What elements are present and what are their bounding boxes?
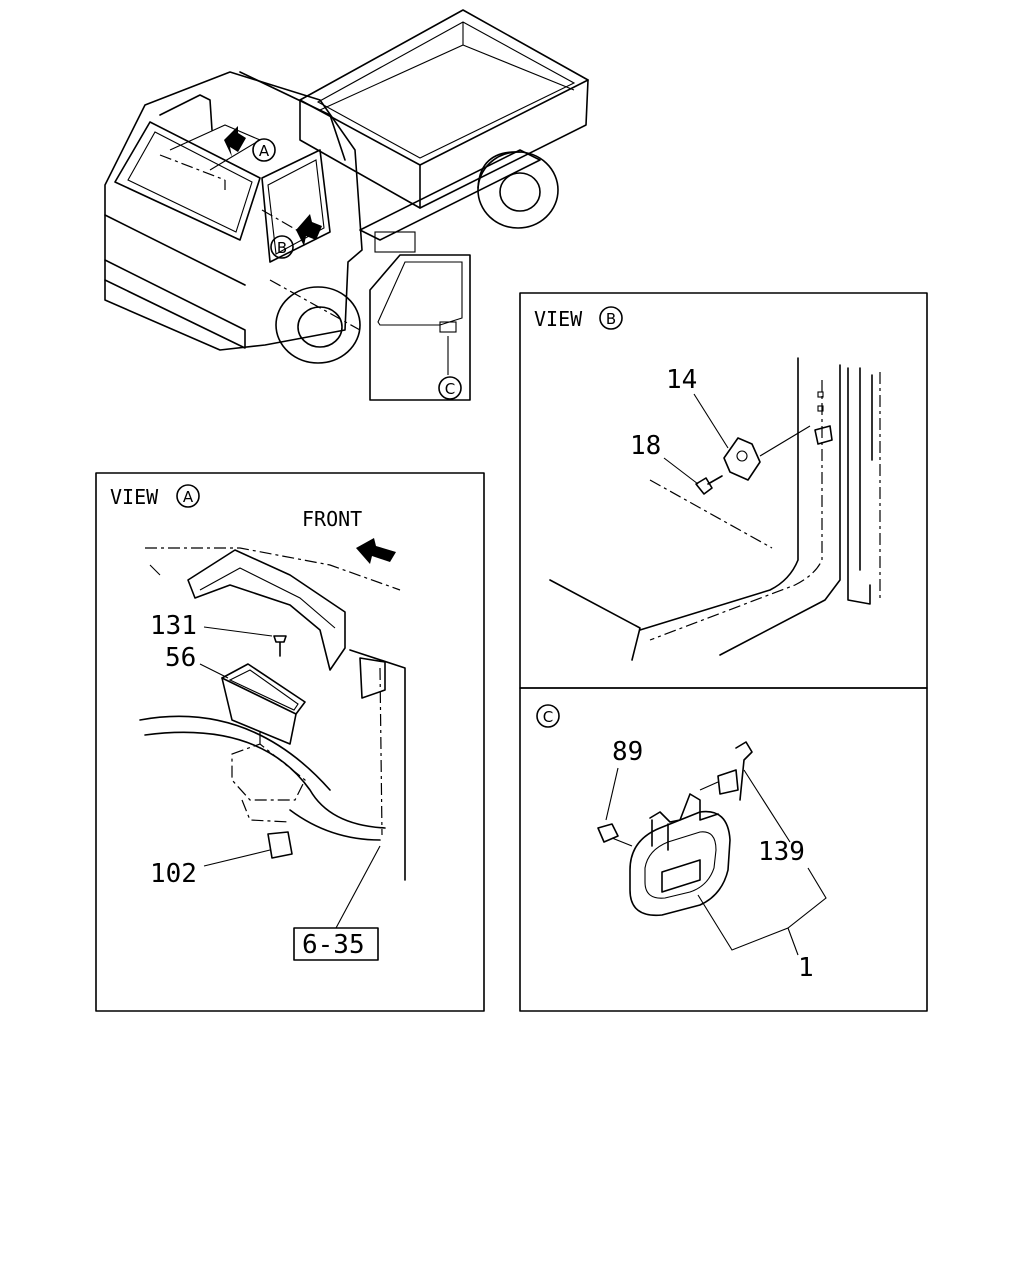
- part-1-label: 1: [798, 953, 814, 983]
- callout-c: C: [438, 376, 462, 400]
- truck-overview: A B C: [104, 9, 589, 401]
- part-56-label: 56: [165, 643, 196, 673]
- part-102-label: 102: [150, 859, 197, 889]
- view-b-panel: VIEW B 14 18: [519, 292, 928, 689]
- view-a-frame: [95, 472, 485, 1012]
- view-a-title: VIEW: [110, 485, 159, 509]
- reference-label: 6-35: [302, 930, 365, 960]
- view-b-title: VIEW: [534, 307, 583, 331]
- arrow-a-icon: [224, 126, 246, 157]
- view-a-marker: A: [183, 488, 194, 506]
- view-c-panel: C 139 89 1: [519, 687, 928, 1012]
- svg-text:B: B: [277, 239, 287, 257]
- arrow-b-icon: [296, 214, 322, 246]
- svg-text:C: C: [445, 380, 455, 398]
- part-18-label: 18: [630, 431, 661, 461]
- reference-box: [293, 927, 379, 961]
- view-b-frame: [519, 292, 928, 689]
- front-arrow-icon: [356, 538, 396, 564]
- view-a-panel: VIEW A FRONT 131 56 102: [95, 472, 485, 1012]
- view-b-marker: B: [606, 310, 616, 328]
- callout-a: A: [252, 138, 276, 162]
- view-c-marker: C: [543, 708, 553, 726]
- svg-text:A: A: [259, 142, 270, 160]
- part-131-label: 131: [150, 611, 197, 641]
- front-label: FRONT: [302, 507, 362, 531]
- part-89-label: 89: [612, 737, 643, 767]
- view-c-frame: [519, 687, 928, 1012]
- part-139-label: 139: [758, 837, 805, 867]
- part-14-label: 14: [666, 365, 697, 395]
- callout-b: B: [270, 235, 294, 259]
